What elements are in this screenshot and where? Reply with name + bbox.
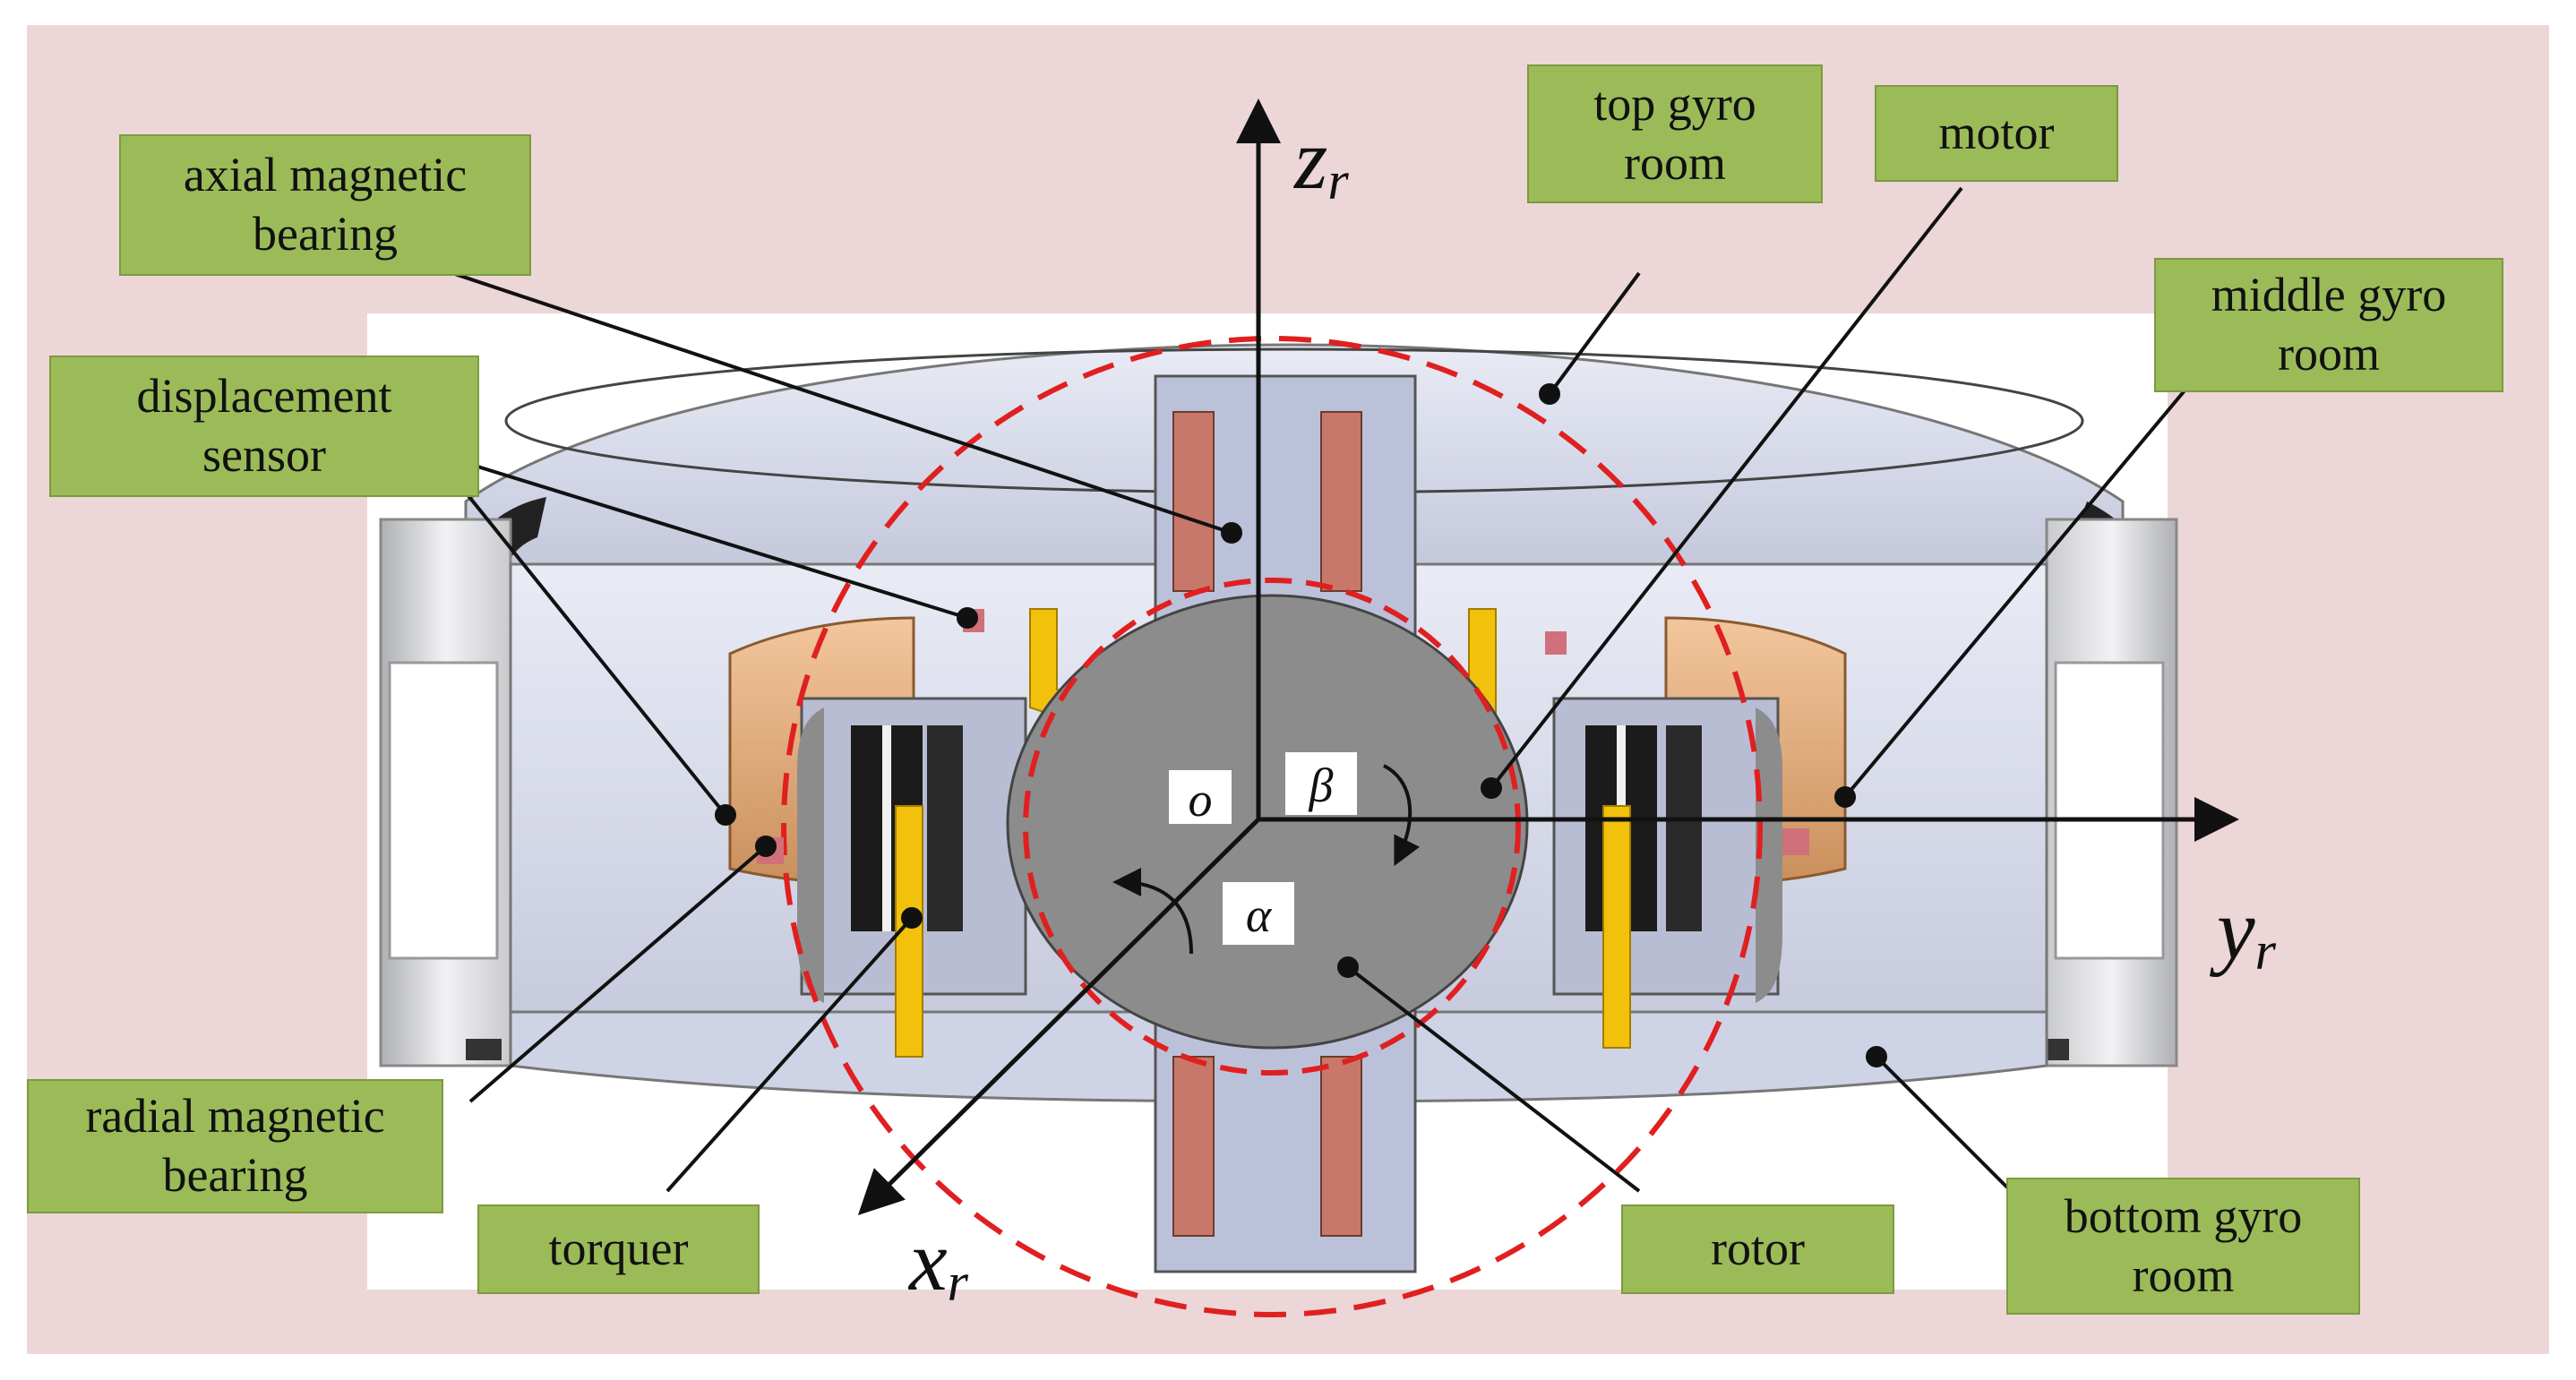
alpha-arc	[1112, 868, 1193, 955]
label-line: bearing	[253, 207, 398, 261]
label-torquer: torquer	[477, 1204, 760, 1294]
label-line: sensor	[202, 428, 326, 482]
coordinate-axes	[857, 99, 2239, 1216]
x-axis-label: xr	[909, 1213, 968, 1312]
right-torquer-yellow-2	[1602, 805, 1631, 1049]
left-side-window	[388, 661, 499, 960]
right-small-part	[1782, 828, 1809, 855]
shaft-coil-bottom-left	[1172, 1056, 1215, 1237]
label-line: rotor	[1711, 1221, 1805, 1276]
rotor-outer-left	[797, 707, 824, 1003]
shaft-coil-top-left	[1172, 411, 1215, 592]
y-axis-label: yr	[2217, 881, 2276, 981]
label-bottom-gyro-room: bottom gyro room	[2006, 1178, 2360, 1315]
label-line: radial magnetic	[85, 1089, 385, 1144]
x-axis	[857, 818, 1260, 1216]
label-line: motor	[1938, 106, 2055, 160]
label-line: bottom gyro	[2064, 1188, 2303, 1243]
rotor-outer-right	[1756, 707, 1782, 1003]
label-axial-magnetic-bearing: axial magnetic bearing	[119, 134, 531, 276]
label-line: middle gyro	[2211, 268, 2447, 322]
outer-dashed-circle	[781, 336, 1763, 1317]
label-radial-magnetic-bearing: radial magnetic bearing	[27, 1079, 443, 1213]
right-side-window	[2054, 661, 2165, 960]
inner-dashed-circle	[1023, 578, 1521, 1076]
shaft-coil-bottom-right	[1320, 1056, 1362, 1237]
left-radial-coil-gap	[882, 725, 891, 931]
left-foot	[466, 1039, 502, 1060]
label-displacement-sensor: displacement sensor	[49, 356, 479, 497]
leader-lines	[438, 186, 2187, 1193]
label-line: room	[1624, 135, 1726, 190]
label-line: torquer	[548, 1221, 689, 1276]
label-line: displacement	[136, 369, 392, 424]
right-sensor-part	[1545, 631, 1567, 655]
alpha-label: α	[1223, 882, 1294, 945]
left-torquer-yellow	[895, 805, 923, 1058]
label-line: top gyro	[1593, 76, 1756, 131]
right-radial-coil-2	[1666, 725, 1702, 931]
z-axis-label: zr	[1294, 111, 1349, 210]
label-motor: motor	[1875, 85, 2118, 182]
label-top-gyro-room: top gyro room	[1527, 64, 1823, 203]
label-rotor: rotor	[1621, 1204, 1894, 1294]
shaft-coil-top-right	[1320, 411, 1362, 592]
left-radial-coil-2	[927, 725, 963, 931]
beta-label: β	[1285, 752, 1357, 815]
label-line: room	[2132, 1247, 2235, 1302]
label-line: room	[2278, 327, 2380, 381]
label-middle-gyro-room: middle gyro room	[2154, 258, 2503, 392]
origin-label: o	[1169, 770, 1232, 824]
label-line: axial magnetic	[183, 148, 468, 202]
beta-arc	[1383, 764, 1421, 867]
label-line: bearing	[162, 1148, 308, 1202]
